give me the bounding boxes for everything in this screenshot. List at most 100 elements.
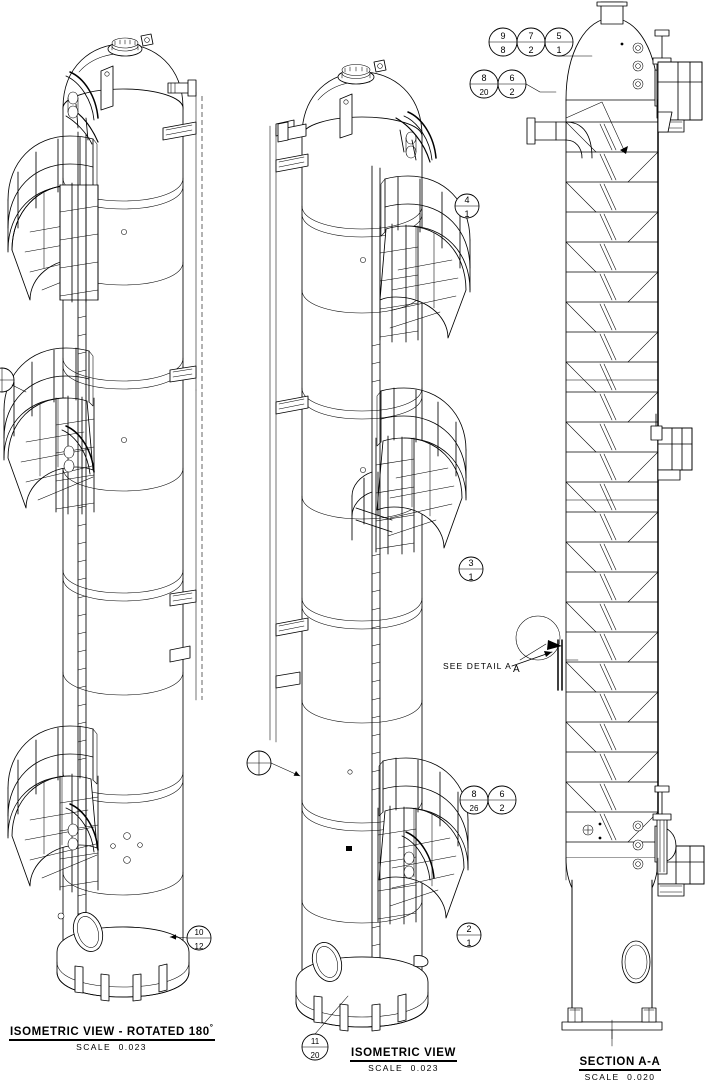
svg-text:20: 20: [311, 1051, 320, 1060]
mid-side-nozzle-bottom: [275, 671, 301, 689]
mid-shell-couplings: [346, 257, 366, 851]
section-platform-upper: [657, 61, 703, 133]
view-title-block-section: SECTION A-A SCALE 0.020: [555, 1052, 685, 1082]
leader-balloon-11-20: [314, 995, 349, 1035]
svg-text:26: 26: [470, 804, 479, 813]
section-inlet-nozzle: [526, 117, 593, 159]
balloon-8-26[interactable]: 8 26: [459, 785, 489, 815]
balloon-7-2[interactable]: 7 2: [516, 27, 546, 57]
svg-text:8: 8: [500, 45, 505, 55]
left-side-nozzle-lower: [169, 589, 197, 607]
balloon-10-12[interactable]: 10 12: [186, 925, 212, 951]
view-title-section: SECTION A-A: [578, 1056, 662, 1071]
left-platform-middle: [3, 347, 94, 509]
balloon-edge-left[interactable]: [0, 367, 27, 393]
svg-text:12: 12: [195, 942, 204, 951]
leader-balloon-6-2: [525, 83, 557, 93]
view-scale-section-label: SCALE: [584, 1072, 620, 1082]
svg-text:2: 2: [528, 45, 533, 55]
view-title-left-text: ISOMETRIC VIEW - ROTATED 180: [10, 1026, 210, 1038]
left-top-manway-nozzle: [107, 33, 154, 57]
mid-vessel-shell: [301, 71, 423, 1009]
svg-text:3: 3: [468, 558, 473, 568]
balloon-4-1[interactable]: 4 1: [454, 193, 480, 219]
section-platform-middle: [650, 413, 693, 481]
balloon-9-8[interactable]: 9 8: [488, 27, 518, 57]
view-title-block-middle: ISOMETRIC VIEW SCALE 0.023: [331, 1043, 476, 1073]
mid-top-manway-nozzle: [337, 59, 387, 85]
view-title-left-degree: °: [209, 1023, 214, 1033]
view-scale-left-value: 0.023: [118, 1042, 147, 1052]
section-detail-a-arrow: [511, 639, 579, 691]
balloon-11-20[interactable]: 11 20: [301, 1033, 329, 1061]
svg-text:2: 2: [466, 924, 471, 934]
view-isometric-rotated-180: [3, 33, 203, 1002]
mid-platform-middle-lower-rail: [351, 471, 379, 541]
left-side-nozzle-upper: [167, 79, 197, 97]
view-scale-middle-label: SCALE: [368, 1063, 404, 1073]
view-scale-section-value: 0.020: [627, 1072, 656, 1082]
mid-davit-arm-top: [395, 111, 437, 163]
mid-support-skirt-base: [295, 942, 429, 1032]
section-detail-a-callout: [515, 615, 562, 661]
balloon-2-1[interactable]: 2 1: [456, 922, 482, 948]
mid-side-nozzle-upper: [277, 121, 307, 143]
mid-support-bracket-upper: [275, 153, 309, 173]
section-top-vent-nozzle: [596, 1, 628, 25]
mid-shell-lug-plate: [339, 93, 353, 139]
svg-text:11: 11: [311, 1037, 320, 1046]
left-platform-lower: [7, 725, 98, 887]
section-manway-lower: [652, 785, 677, 875]
svg-text:7: 7: [528, 31, 533, 41]
mid-external-riser-pipe: [269, 119, 295, 743]
svg-text:1: 1: [556, 45, 561, 55]
view-scale-left: SCALE 0.023: [9, 1042, 214, 1052]
mid-platform-top: [379, 175, 471, 339]
balloon-8-20[interactable]: 8 20: [469, 69, 499, 99]
left-support-skirt-base: [56, 912, 190, 1002]
view-scale-left-label: SCALE: [76, 1042, 112, 1052]
svg-text:1: 1: [466, 938, 471, 948]
left-side-nozzle-bottom: [169, 645, 191, 663]
left-davit-arm-lower: [65, 803, 99, 853]
svg-text:10: 10: [195, 928, 204, 937]
left-ladder-cage-top: [59, 182, 99, 303]
svg-text:1: 1: [468, 572, 473, 582]
section-arrow-label-a: A: [513, 664, 521, 675]
view-title-left: ISOMETRIC VIEW - ROTATED 180°: [9, 1023, 215, 1041]
view-title-middle: ISOMETRIC VIEW: [350, 1047, 457, 1062]
section-shell-outline: [565, 17, 659, 917]
view-scale-section: SCALE 0.020: [555, 1072, 685, 1082]
mid-vertical-ladder: [371, 165, 381, 1011]
balloon-6-2-lower[interactable]: 6 2: [487, 785, 517, 815]
left-external-riser-pipe: [195, 91, 203, 701]
left-davit-arm-middle: [61, 425, 95, 475]
mid-ladder-cage-middle: [375, 435, 415, 555]
section-internal-band: [565, 379, 659, 501]
mid-side-nozzle-mid: [275, 395, 309, 415]
balloon-callouts: 9 8 7 2 5 1 8 20: [0, 27, 574, 1061]
section-internal-trays: [566, 121, 658, 843]
balloon-empty-middle[interactable]: [246, 750, 272, 776]
left-side-nozzle-mid: [169, 365, 197, 383]
balloon-5-1[interactable]: 5 1: [544, 27, 574, 57]
svg-text:6: 6: [509, 73, 514, 83]
see-detail-a-note: SEE DETAIL A: [443, 661, 512, 671]
view-scale-middle-value: 0.023: [410, 1063, 439, 1073]
svg-text:4: 4: [464, 195, 469, 205]
view-section-a-a: [511, 1, 705, 1040]
balloon-3-1[interactable]: 3 1: [458, 556, 484, 582]
balloon-6-2[interactable]: 6 2: [497, 69, 527, 99]
svg-text:2: 2: [499, 803, 504, 813]
svg-text:1: 1: [464, 209, 469, 219]
view-title-block-left: ISOMETRIC VIEW - ROTATED 180° SCALE 0.02…: [9, 1022, 215, 1052]
section-support-skirt: [561, 879, 663, 1031]
svg-text:5: 5: [556, 31, 561, 41]
section-break-line: [565, 857, 659, 881]
mid-davit-arm-lower: [401, 831, 435, 881]
svg-text:2: 2: [509, 87, 514, 97]
section-head-nozzles: [620, 42, 644, 90]
view-scale-middle: SCALE 0.023: [331, 1063, 476, 1073]
